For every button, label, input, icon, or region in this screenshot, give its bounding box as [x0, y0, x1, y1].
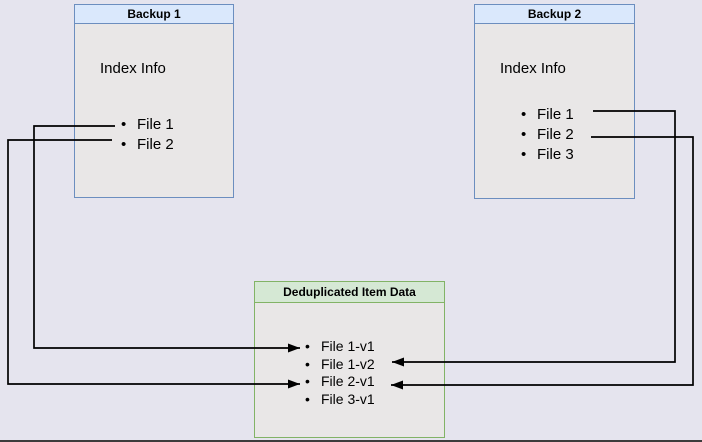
- backup1-file-item: File 2: [121, 135, 174, 155]
- backup1-box: Backup 1 Index Info File 1File 2: [74, 4, 234, 198]
- dedup-file-list: File 1-v1File 1-v2File 2-v1File 3-v1: [305, 338, 375, 408]
- backup2-file-item: File 1: [521, 105, 574, 125]
- dedup-file-item: File 3-v1: [305, 391, 375, 409]
- dedup-file-item: File 1-v2: [305, 356, 375, 374]
- backup2-file-list: File 1File 2File 3: [521, 105, 574, 165]
- backup2-index-info-label: Index Info: [500, 60, 566, 77]
- dedup-file-item: File 2-v1: [305, 373, 375, 391]
- screen-bottom-edge: [0, 439, 702, 442]
- deduplicated-item-data-box: Deduplicated Item Data File 1-v1File 1-v…: [254, 281, 445, 438]
- backup2-file-item: File 3: [521, 145, 574, 165]
- backup2-title: Backup 2: [475, 5, 634, 24]
- backup1-index-info-label: Index Info: [100, 60, 166, 77]
- dedup-file-item: File 1-v1: [305, 338, 375, 356]
- backup2-box: Backup 2 Index Info File 1File 2File 3: [474, 4, 635, 199]
- backup1-file-list: File 1File 2: [121, 115, 174, 155]
- backup2-file-item: File 2: [521, 125, 574, 145]
- backup1-file-item: File 1: [121, 115, 174, 135]
- dedup-title: Deduplicated Item Data: [255, 282, 444, 303]
- backup1-title: Backup 1: [75, 5, 233, 24]
